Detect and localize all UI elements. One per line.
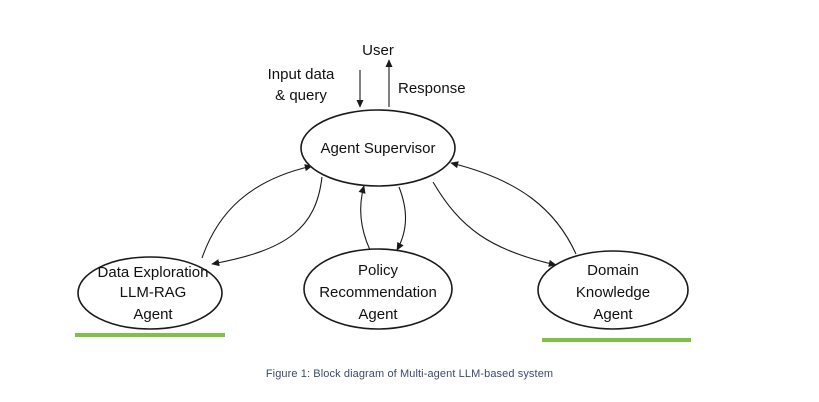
node-agent-supervisor: Agent Supervisor bbox=[300, 109, 456, 187]
edge-supervisor-to-domain bbox=[432, 181, 557, 267]
input-data-label-line-1: Input data bbox=[268, 66, 335, 83]
figure-caption: Figure 1: Block diagram of Multi-agent L… bbox=[265, 368, 554, 380]
edge-data-exploration-to-supervisor bbox=[201, 164, 313, 259]
user-label: User bbox=[362, 42, 394, 59]
io-labels: User Input data & query Response bbox=[268, 42, 466, 104]
node-domain-knowledge-agent: Domain Knowledge Agent bbox=[537, 250, 689, 330]
data-exploration-label-line-2: LLM-RAG bbox=[120, 284, 187, 301]
edge-domain-to-supervisor bbox=[450, 161, 577, 255]
edge-policy-to-supervisor bbox=[358, 185, 371, 251]
node-data-exploration-agent: Data Exploration LLM-RAG Agent bbox=[77, 256, 223, 330]
policy-label-line-3: Agent bbox=[358, 306, 398, 323]
data-exploration-label-line-3: Agent bbox=[133, 306, 173, 323]
response-label: Response bbox=[398, 80, 466, 97]
domain-label-line-3: Agent bbox=[593, 306, 633, 323]
policy-label-line-2: Recommendation bbox=[319, 284, 437, 301]
data-exploration-label-line-1: Data Exploration bbox=[98, 264, 209, 281]
agent-supervisor-ellipse bbox=[300, 109, 456, 187]
edge-supervisor-to-policy bbox=[396, 186, 407, 251]
domain-label-line-1: Domain bbox=[587, 262, 639, 279]
data-exploration-ellipse bbox=[77, 256, 223, 330]
node-policy-recommendation-agent: Policy Recommendation Agent bbox=[303, 248, 453, 330]
agent-supervisor-label: Agent Supervisor bbox=[320, 140, 435, 157]
domain-label-line-2: Knowledge bbox=[576, 284, 650, 301]
policy-recommendation-ellipse bbox=[303, 248, 453, 330]
policy-label-line-1: Policy bbox=[358, 262, 399, 279]
edge-supervisor-to-data-exploration bbox=[211, 176, 323, 267]
domain-knowledge-ellipse bbox=[537, 250, 689, 330]
input-data-label-line-2: & query bbox=[275, 87, 327, 104]
edges bbox=[201, 59, 577, 267]
